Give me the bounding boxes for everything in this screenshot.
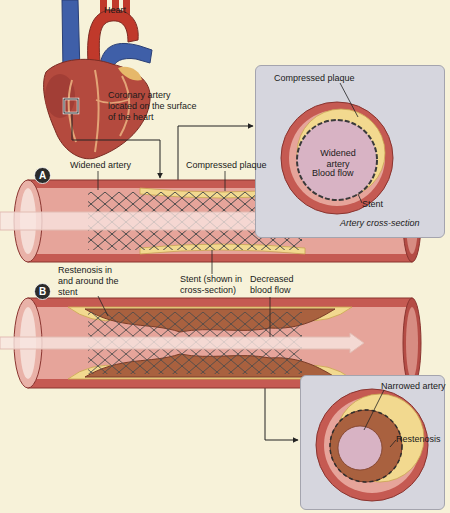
flow-label: Decreased blood flow <box>250 274 300 296</box>
leader-line <box>390 440 396 447</box>
stent-ring <box>330 410 402 482</box>
artery-lining <box>289 110 385 206</box>
caption-label: Artery cross-section <box>340 218 444 229</box>
part-label: Stent <box>362 199 402 210</box>
artery-end <box>406 307 418 379</box>
leader-line <box>225 171 226 191</box>
location-label: Coronary artery located on the surface o… <box>108 90 198 122</box>
part-label: Stent (shown in cross-section) <box>180 274 248 296</box>
panel-letter: B <box>34 283 51 300</box>
leader-line <box>364 390 384 430</box>
part-label: Compressed plaque <box>186 160 276 171</box>
plaque <box>336 394 424 482</box>
artery-lining <box>324 397 420 493</box>
highlight-square <box>64 99 78 113</box>
narrowed-lumen <box>338 426 382 470</box>
stent-ring <box>297 120 377 200</box>
part-label: Widened artery <box>316 148 360 170</box>
leader-line <box>212 250 213 274</box>
organ-label: Heart <box>104 5 144 16</box>
pointer-line <box>178 126 253 180</box>
leader-line <box>358 194 362 203</box>
restenosis-tissue <box>330 410 402 482</box>
compressed-plaque <box>297 109 385 197</box>
leader-line <box>98 296 108 316</box>
leader-line <box>98 171 99 190</box>
panel-letter-text: A <box>34 167 51 184</box>
leader-line <box>340 83 358 117</box>
part-label: Widened artery <box>70 160 142 171</box>
inset-panel: Narrowed arteryRestenosis <box>300 375 445 510</box>
part-label: Restenosis in and around the stent <box>58 265 126 297</box>
highlight-square <box>64 99 78 113</box>
right-atrium <box>45 74 75 118</box>
cross-section-a <box>281 83 393 214</box>
artery-wall <box>316 389 428 501</box>
heart-illustration <box>44 0 152 159</box>
panel-letter-text: B <box>34 283 51 300</box>
blood-flow-arrow <box>0 333 364 353</box>
flow-label: Blood flow <box>312 168 362 179</box>
letter-circle <box>35 168 51 184</box>
leader-line <box>270 297 271 337</box>
heart-fat <box>118 67 142 81</box>
inset-panel: Compressed plaqueWidened arteryStentArte… <box>255 65 445 238</box>
panel-letter: A <box>34 167 51 184</box>
letter-circle <box>35 284 51 300</box>
cross-section-b <box>316 389 428 501</box>
part-label: Narrowed artery <box>381 381 447 392</box>
artery-wall <box>281 102 393 214</box>
pointer-line <box>265 388 298 440</box>
part-label: Compressed plaque <box>274 73 414 84</box>
part-label: Restenosis <box>396 434 444 445</box>
